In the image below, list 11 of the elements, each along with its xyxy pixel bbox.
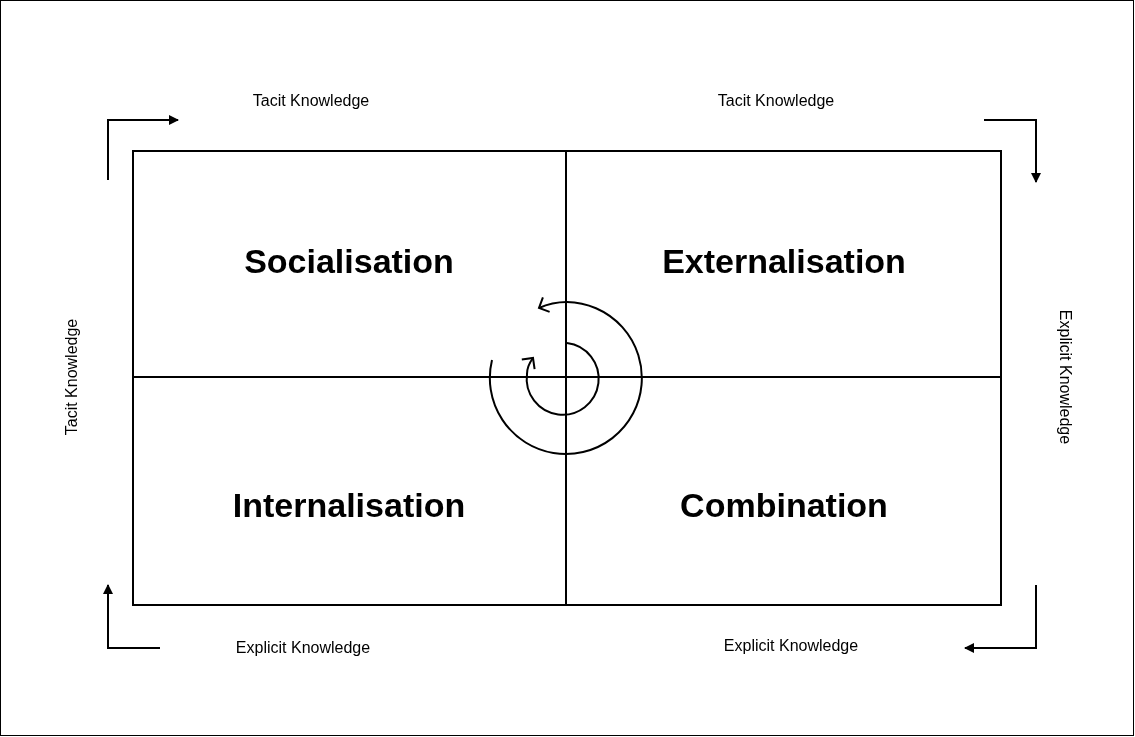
axis-label: Tacit Knowledge: [251, 91, 371, 111]
axis-label: Tacit Knowledge: [62, 317, 81, 438]
axis-label: Explicit Knowledge: [234, 638, 372, 658]
axis-label: Explicit Knowledge: [1056, 308, 1075, 447]
quadrant-title: Internalisation: [232, 485, 466, 526]
quadrant-title: Externalisation: [662, 241, 906, 282]
quadrant-cell: [133, 151, 567, 378]
quadrant-title: Socialisation: [244, 241, 454, 282]
axis-label: Explicit Knowledge: [722, 636, 860, 656]
axis-label: Tacit Knowledge: [716, 91, 836, 111]
quadrant-title: Combination: [680, 485, 888, 526]
